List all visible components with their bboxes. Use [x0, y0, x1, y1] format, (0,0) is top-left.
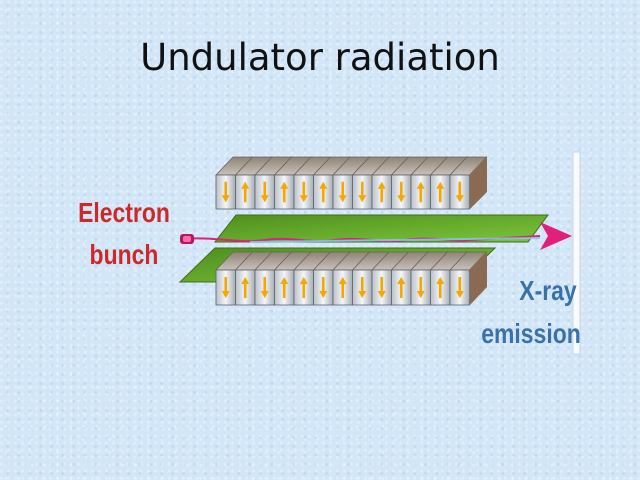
top-magnet-block — [391, 174, 412, 210]
bottom-magnet-block — [430, 269, 451, 306]
arrow-up-icon — [241, 277, 250, 298]
bottom-magnet-block — [352, 269, 373, 306]
arrow-up-icon — [241, 181, 250, 203]
top-magnet-block — [215, 174, 236, 210]
arrow-down-icon — [455, 181, 464, 203]
arrow-down-icon — [338, 181, 347, 203]
electron-label-line1: Electron — [78, 198, 170, 229]
top-magnet-block — [449, 174, 470, 210]
top-magnet-caps — [215, 156, 488, 176]
bottom-magnet-block — [215, 269, 236, 306]
bottom-magnet-block — [274, 269, 295, 306]
xray-label-line2: emission — [481, 319, 580, 350]
bottom-magnet-block — [371, 269, 392, 306]
arrow-up-icon — [436, 277, 445, 298]
top-magnet-block — [410, 174, 431, 210]
top-magnet-block — [235, 174, 256, 210]
bottom-magnet-block — [293, 269, 314, 306]
top-magnet-block — [332, 174, 353, 210]
top-magnet-block — [371, 174, 392, 210]
top-magnet-block — [430, 174, 451, 210]
arrow-down-icon — [319, 277, 328, 298]
top-magnet-block — [274, 174, 295, 210]
bottom-magnet-block — [410, 269, 431, 306]
emission-arrowhead — [540, 222, 572, 250]
xray-beam — [249, 237, 541, 243]
arrow-down-icon — [260, 277, 269, 298]
top-magnet-block — [293, 174, 314, 210]
top-magnet-array — [215, 156, 488, 210]
arrow-down-icon — [221, 181, 230, 203]
detector-screen — [572, 151, 581, 355]
arrow-down-icon — [455, 277, 464, 298]
arrow-up-icon — [319, 181, 328, 203]
upper-pole-plate — [213, 214, 549, 243]
bottom-magnet-block — [391, 269, 412, 306]
top-magnet-block — [352, 174, 373, 210]
arrow-down-icon — [221, 277, 230, 298]
arrow-down-icon — [299, 181, 308, 203]
arrow-up-icon — [416, 181, 425, 203]
arrow-down-icon — [397, 181, 406, 203]
arrow-down-icon — [377, 277, 386, 298]
xray-label-line1: X-ray — [519, 276, 577, 307]
bottom-magnet-faces — [215, 269, 470, 306]
arrow-down-icon — [416, 277, 425, 298]
top-magnet-block — [254, 174, 275, 210]
top-magnet-end-side — [470, 157, 487, 209]
arrow-down-icon — [358, 277, 367, 298]
electron-beam — [179, 222, 572, 250]
arrow-down-icon — [358, 181, 367, 203]
slide-title: Undulator radiation — [140, 36, 500, 79]
bottom-magnet-block — [332, 269, 353, 306]
arrow-up-icon — [377, 181, 386, 203]
bottom-magnet-block — [449, 269, 470, 306]
arrow-down-icon — [260, 181, 269, 203]
arrow-up-icon — [280, 277, 289, 298]
bottom-magnet-caps — [215, 251, 488, 271]
arrow-up-icon — [299, 277, 308, 298]
bottom-magnet-block — [235, 269, 256, 306]
bottom-magnet-array — [215, 251, 488, 306]
bottom-magnet-end-side — [470, 252, 487, 305]
arrow-up-icon — [280, 181, 289, 203]
arrow-up-icon — [436, 181, 445, 203]
electron-label-line2: bunch — [90, 240, 159, 271]
top-magnet-faces — [215, 174, 470, 210]
bottom-magnet-block — [254, 269, 275, 306]
arrow-up-icon — [338, 277, 347, 298]
electron-bunch-marker — [180, 234, 194, 244]
arrow-up-icon — [397, 277, 406, 298]
bottom-magnet-block — [313, 269, 334, 306]
top-magnet-block — [313, 174, 334, 210]
